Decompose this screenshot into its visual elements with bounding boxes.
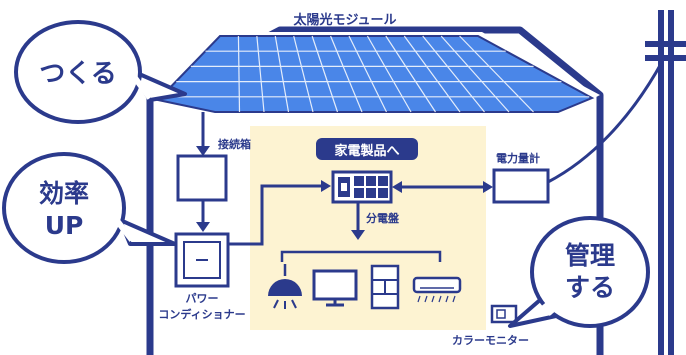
panel-grid-line: [440, 35, 510, 113]
power-meter-label: 電力量計: [496, 151, 540, 165]
arrow-head-junction: [196, 146, 210, 156]
fridge-icon: [370, 264, 400, 310]
color-monitor: [490, 304, 518, 324]
panel-grid-line: [459, 35, 534, 113]
lamp-icon: [268, 264, 302, 309]
manage-bubble-text-1: 管理: [565, 241, 615, 270]
panel-grid-line: [403, 35, 461, 113]
panel-grid-line: [256, 35, 265, 113]
power-conditioner-label-2: コンディショナー: [158, 307, 245, 321]
arrow-head-left: [392, 181, 402, 193]
arrow-head-right: [483, 181, 493, 193]
arrow-head-board: [321, 180, 331, 192]
manage-bubble: [508, 216, 650, 328]
panel-grid-line: [422, 35, 485, 113]
junction-box: [176, 154, 228, 202]
solar-module: [152, 32, 600, 116]
create-bubble: [14, 20, 187, 124]
efficiency-bubble-text-1: 効率: [39, 179, 89, 208]
home-appliances-badge: [316, 138, 418, 160]
color-monitor-label: カラーモニター: [452, 334, 529, 347]
efficiency-bubble: [2, 152, 177, 264]
distribution-board: [331, 170, 393, 204]
panel-grid-line: [366, 35, 412, 113]
line-conditioner-to-board: [228, 184, 323, 246]
appliance-bracket: [280, 250, 442, 262]
panel-grid-line: [274, 35, 290, 113]
utility-pole: [645, 10, 686, 355]
power-meter: [492, 168, 550, 204]
panel-grid-line: [348, 35, 388, 113]
panel-grid-line: [385, 35, 437, 113]
arrow-head-appliances: [351, 230, 365, 240]
solar-module-label: 太陽光モジュール: [292, 12, 396, 28]
arrow-head-conditioner: [196, 222, 210, 232]
panel-grid-line: [311, 35, 339, 113]
panel-grid-line: [293, 35, 314, 113]
panel-grid-line: [237, 35, 241, 113]
distribution-board-label: 分電盤: [366, 211, 400, 225]
air-conditioner-icon: [412, 276, 462, 303]
manage-bubble-text-2: する: [565, 273, 615, 302]
junction-box-label: 接続箱: [218, 137, 251, 151]
color-monitor-screen: [496, 309, 506, 319]
power-line: [547, 61, 664, 184]
home-appliances-label: 家電製品へ: [334, 143, 399, 159]
power-conditioner-label-1: パワー: [186, 292, 219, 305]
create-bubble-text: つくる: [39, 59, 116, 89]
efficiency-bubble-text-2: UP: [45, 211, 84, 240]
tv-icon: [312, 269, 358, 307]
house-outline: [146, 26, 604, 355]
panel-grid-line: [330, 35, 363, 113]
power-conditioner-inner: [183, 241, 221, 279]
